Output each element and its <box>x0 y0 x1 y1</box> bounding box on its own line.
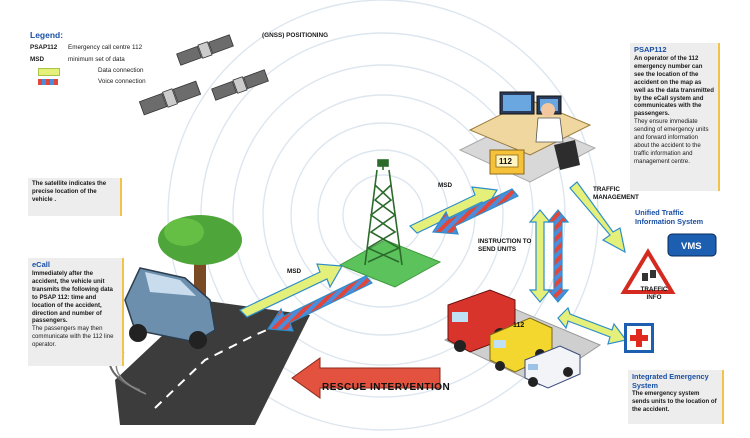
ecall-text: The passengers may then communicate with… <box>32 325 114 349</box>
legend-desc: Data connection <box>98 67 144 74</box>
traffic-management-label: TRAFFIC MANAGEMENT <box>593 186 639 201</box>
satellite-icon <box>138 34 269 116</box>
ecall-title: eCall <box>32 260 50 269</box>
traffic-info-label: TRAFFIC INFO <box>640 286 668 301</box>
ecall-box: eCall Immediately after the accident, th… <box>28 258 124 366</box>
ambulance-number: 112 <box>513 322 525 329</box>
legend-title: Legend: <box>30 30 64 40</box>
utis-title: Unified Traffic Information System <box>635 208 704 226</box>
gnss-label: (GNSS) POSITIONING <box>262 32 329 39</box>
psap-desk-number: 112 <box>499 157 512 166</box>
psap-box: PSAP112 An operator of the 112 emergency… <box>630 43 720 191</box>
data-connection-swatch <box>38 68 60 76</box>
voice-arrow-tower-to-car <box>266 275 373 332</box>
rescue-intervention-label: RESCUE INTERVENTION <box>322 382 451 393</box>
ecall-bold-text: Immediately after the accident, the vehi… <box>32 270 113 325</box>
msd-label: MSD <box>438 182 452 189</box>
traffic-management-arrow <box>569 181 626 254</box>
satellite-note-text: The satellite indicates the precise loca… <box>32 180 107 203</box>
msd-label: MSD <box>287 268 301 275</box>
psap-text: They ensure immediate sending of emergen… <box>634 118 709 165</box>
satellite-note: The satellite indicates the precise loca… <box>28 178 122 216</box>
psap-operator-workstation <box>458 91 597 183</box>
transmission-tower-icon <box>364 159 403 266</box>
ies-title: Integrated Emergency System <box>632 372 709 390</box>
ies-box: Integrated Emergency System The emergenc… <box>628 370 724 424</box>
rescue-arrow <box>291 357 441 399</box>
data-arrow-car-to-tower <box>238 263 343 318</box>
tower-base <box>338 239 442 288</box>
legend-key: MSD <box>30 56 44 63</box>
ies-text: The emergency system sends units to the … <box>632 390 717 413</box>
traffic-warning-icon <box>620 248 676 294</box>
legend-desc: Voice connection <box>98 78 146 85</box>
voice-connection-swatch <box>38 79 58 85</box>
psap-title: PSAP112 <box>634 45 667 54</box>
red-cross-icon <box>624 323 654 353</box>
vms-label: VMS <box>681 241 702 252</box>
emergency-vehicles <box>443 289 602 389</box>
legend-desc: Emergency call centre 112 <box>68 44 143 51</box>
psap-bold-text: An operator of the 112 emergency number … <box>634 55 714 118</box>
tree-icon <box>158 215 242 308</box>
instruction-label: INSTRUCTION TO SEND UNITS <box>478 238 532 253</box>
instruction-arrow <box>528 209 570 303</box>
legend-desc: minimum set of data <box>68 56 125 63</box>
voice-arrow-psap-to-tower <box>431 188 519 235</box>
legend-key: PSAP112 <box>30 44 58 51</box>
vms-sign-icon <box>667 233 717 257</box>
crashed-car-icon <box>124 267 216 349</box>
police-car-icon <box>524 345 581 389</box>
